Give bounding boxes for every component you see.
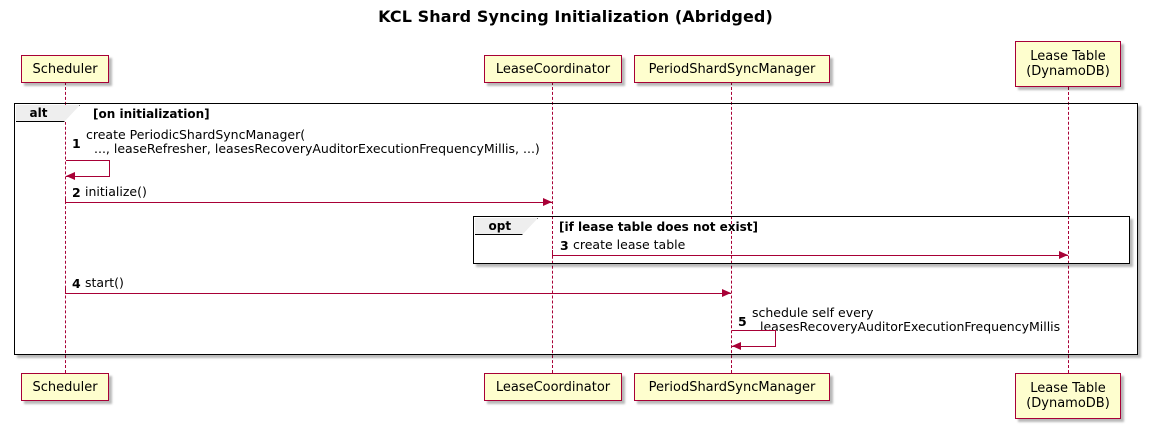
fragment-alt <box>14 103 1138 355</box>
lifeline-leasetable <box>1068 87 1069 373</box>
message-3-source-tick <box>552 250 553 256</box>
lifeline-periodshardsyncmanager <box>731 82 732 373</box>
message-2-arrowhead <box>543 198 552 206</box>
message-4-label: start() <box>85 275 124 290</box>
message-1-self-loop <box>66 160 110 177</box>
message-1-label-line2: ..., leaseRefresher, leasesRecoveryAudit… <box>94 141 540 156</box>
participant-scheduler-top[interactable]: Scheduler <box>21 55 109 83</box>
message-1-arrowhead <box>66 172 75 180</box>
message-2-source-tick <box>65 197 66 203</box>
message-5-label-line2: leasesRecoveryAuditorExecutionFrequencyM… <box>760 319 1061 334</box>
participant-leasecoordinator-top[interactable]: LeaseCoordinator <box>484 55 622 83</box>
participant-scheduler-bottom[interactable]: Scheduler <box>21 373 109 401</box>
message-5-arrowhead <box>732 342 741 350</box>
participant-leasetable-bottom[interactable]: Lease Table (DynamoDB) <box>1015 373 1121 419</box>
diagram-title: KCL Shard Syncing Initialization (Abridg… <box>378 7 773 26</box>
message-4-line <box>65 293 731 294</box>
message-1-label-line1: create PeriodicShardSyncManager( <box>86 127 306 142</box>
message-2-number: 2 <box>72 185 81 200</box>
message-4-arrowhead <box>722 289 731 297</box>
message-3-number: 3 <box>560 238 569 253</box>
lifeline-scheduler <box>65 82 66 373</box>
fragment-opt <box>473 216 1130 264</box>
fragment-alt-tab: alt <box>15 104 80 122</box>
participant-leasetable-top[interactable]: Lease Table (DynamoDB) <box>1015 41 1121 87</box>
fragment-alt-label: alt <box>29 105 48 120</box>
lifeline-leasecoordinator <box>552 82 553 373</box>
participant-leasecoordinator-bottom[interactable]: LeaseCoordinator <box>484 373 622 401</box>
message-3-arrowhead <box>1059 251 1068 259</box>
fragment-opt-tab: opt <box>474 217 538 235</box>
message-5-self-loop <box>732 330 776 347</box>
message-5-number: 5 <box>738 314 747 329</box>
message-5-label-line1: schedule self every <box>752 305 874 320</box>
fragment-opt-condition: [if lease table does not exist] <box>559 220 759 234</box>
message-4-source-tick <box>65 288 66 294</box>
fragment-opt-label: opt <box>488 218 512 233</box>
message-2-line <box>65 202 552 203</box>
message-3-label: create lease table <box>573 237 686 252</box>
message-1-number: 1 <box>72 136 81 151</box>
participant-periodshardsyncmanager-bottom[interactable]: PeriodShardSyncManager <box>634 373 830 401</box>
message-4-number: 4 <box>72 276 81 291</box>
message-2-label: initialize() <box>85 184 147 199</box>
fragment-alt-condition: [on initialization] <box>93 107 210 121</box>
participant-periodshardsyncmanager-top[interactable]: PeriodShardSyncManager <box>634 55 830 83</box>
message-3-line <box>552 255 1068 256</box>
